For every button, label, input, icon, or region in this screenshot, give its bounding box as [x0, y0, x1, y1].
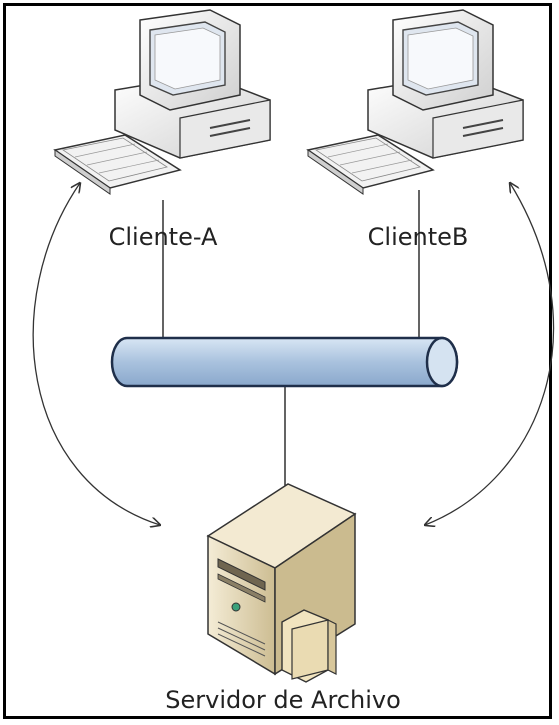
arrow-client-b-server [425, 183, 555, 525]
client-b-label: ClienteB [368, 223, 469, 251]
folder-icon [281, 609, 337, 683]
server-label: Servidor de Archivo [165, 686, 401, 714]
network-bus-icon [110, 336, 459, 388]
client-a-label: Cliente-A [109, 223, 218, 251]
desktop-computer-icon [53, 9, 271, 195]
arrow-client-a-server [32, 183, 160, 525]
file-server-icon [206, 483, 357, 683]
desktop-computer-icon [306, 9, 524, 195]
